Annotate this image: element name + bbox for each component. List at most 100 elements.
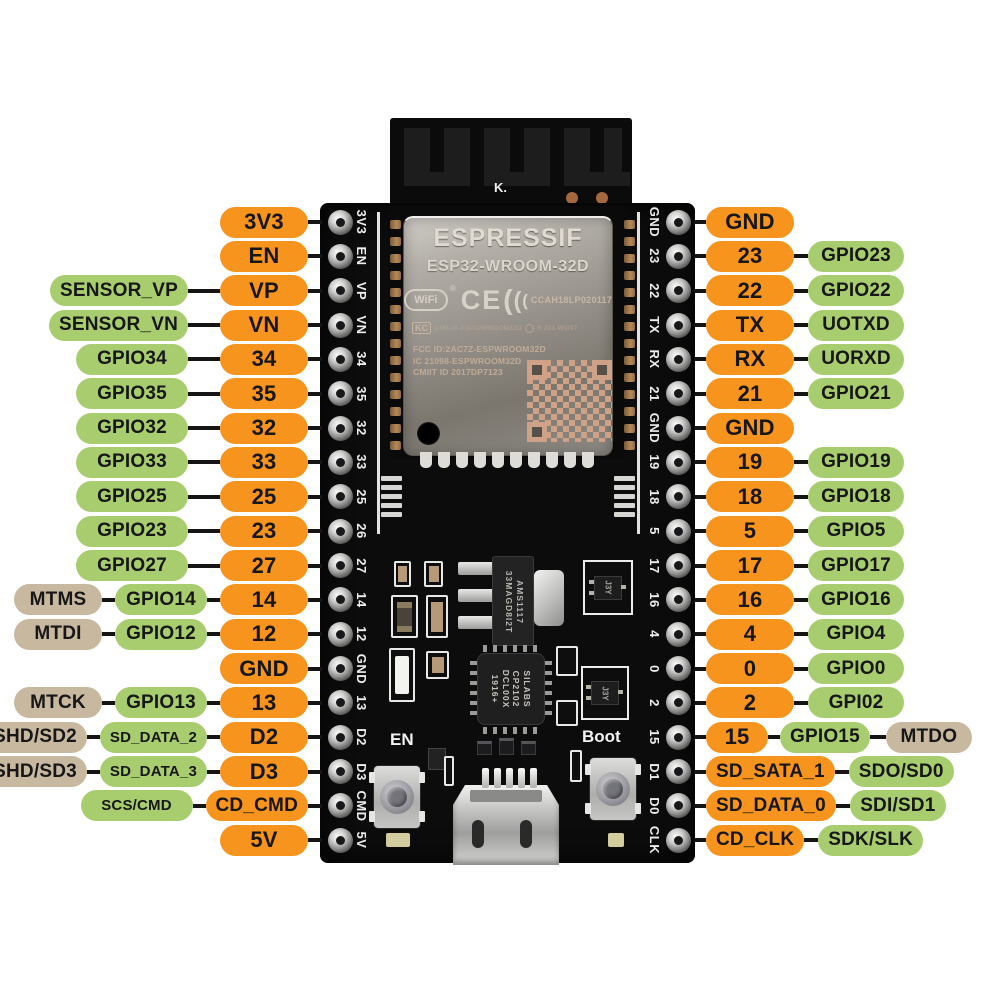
connector-line — [308, 254, 322, 259]
antenna-trace — [484, 172, 550, 186]
connector-line — [794, 494, 808, 499]
cert-circle-icon — [524, 323, 534, 333]
wifi-logo-icon: WiFi — [404, 289, 448, 311]
gpio-pill: GPIO32 — [76, 412, 188, 444]
antenna-trace — [404, 172, 470, 186]
micro-usb-connector — [453, 785, 559, 865]
gpio-pill: SD_DATA_3 — [99, 756, 207, 788]
transistor-sot23: J3Y — [586, 681, 623, 705]
gpio-pill: GPIO35 — [76, 378, 188, 410]
connector-line — [794, 288, 808, 293]
pin-pill: 16 — [706, 584, 794, 616]
pin-hole — [666, 381, 691, 407]
gpio-pill: GPIO12 — [115, 618, 207, 650]
capacitor — [499, 738, 514, 755]
connector-line — [308, 529, 322, 534]
gpio-pill: GPIO4 — [808, 618, 904, 650]
pin-pill: VP — [220, 275, 308, 307]
module-castellation — [390, 424, 401, 433]
module-castellation — [390, 356, 401, 365]
connector-line — [308, 460, 322, 465]
kc-code: R 201-WI007 — [536, 324, 578, 332]
boot-button — [585, 758, 641, 820]
pin-pill: 4 — [706, 618, 794, 650]
connector-line — [694, 426, 706, 431]
regulator-lead — [458, 562, 494, 575]
connector-line — [694, 254, 706, 259]
pin-hole — [328, 278, 353, 304]
silkscreen-box — [556, 646, 578, 676]
qr-finder — [592, 360, 612, 380]
silkscreen-box — [556, 700, 578, 726]
antenna-marking: K. — [494, 180, 507, 195]
castellation-pad — [420, 452, 432, 468]
connector-line — [308, 323, 322, 328]
pin-pill: 17 — [706, 550, 794, 581]
connector-line — [308, 838, 322, 843]
connector-line — [188, 323, 220, 328]
gpio-pill: GPIO23 — [808, 240, 904, 272]
module-castellation — [624, 305, 635, 314]
pin-row-left: 3V3 — [220, 206, 322, 238]
gpio-pill: GPIO15 — [780, 721, 870, 753]
pin-pill: VN — [220, 309, 308, 341]
connector-line — [768, 735, 780, 740]
connector-line — [869, 735, 886, 740]
module-castellation — [390, 220, 401, 229]
pin-pill: 35 — [220, 378, 308, 410]
usb-uart-bridge-cp2102: SILABS CP2102 DCL00X 1916+ — [477, 653, 545, 725]
kc-text: C4M-o5-ESP32WROOM32D — [434, 324, 522, 332]
connector-line — [835, 803, 850, 808]
esp32-devkit-board: ESPRESSIF ESP32-WROOM-32D WiFi ® CE ( ( … — [320, 203, 695, 863]
module-castellation — [624, 271, 635, 280]
ground-pad-stripe — [614, 494, 635, 499]
pin-hole — [666, 346, 691, 372]
passive-component — [394, 561, 411, 587]
connector-line — [207, 769, 220, 774]
chip-pins — [483, 727, 539, 734]
connector-line — [694, 323, 706, 328]
gpio-pill: GPIO34 — [76, 343, 188, 375]
module-test-hole — [417, 422, 440, 445]
connector-line — [308, 597, 322, 602]
pin-hole — [328, 346, 353, 372]
connector-line — [308, 803, 322, 808]
pin-hole — [328, 827, 353, 853]
module-castellation — [624, 441, 635, 450]
gpio-pill: SDO/SD0 — [848, 756, 954, 788]
esp32-module-shield: ESPRESSIF ESP32-WROOM-32D WiFi ® CE ( ( … — [403, 216, 613, 456]
connector-line — [794, 666, 808, 671]
connector-line — [794, 323, 808, 328]
ground-pad-stripe — [381, 485, 402, 490]
transistor-marking: J3Y — [600, 685, 610, 701]
pin-pill: TX — [706, 309, 794, 341]
alt-function-pill: MTCK — [14, 687, 102, 719]
module-castellation — [624, 254, 635, 263]
pin-pill: 0 — [706, 653, 794, 685]
connector-line — [694, 494, 706, 499]
pin-hole — [328, 243, 353, 269]
pin-pill: GND — [220, 653, 308, 685]
pin-pill: 12 — [220, 618, 308, 650]
gpio-pill: SENSOR_VN — [48, 309, 188, 341]
ground-pad-stripe — [614, 512, 635, 517]
pin-hole — [666, 278, 691, 304]
connector-line — [694, 391, 706, 396]
pin-pill: 27 — [220, 550, 308, 581]
pin-pill: RX — [706, 343, 794, 375]
regulator-marking: AMS1117 — [515, 580, 525, 624]
pin-hole — [328, 621, 353, 647]
gpio-pill: GPIO21 — [808, 378, 904, 410]
connector-line — [188, 460, 220, 465]
connector-line — [794, 460, 808, 465]
ground-pad-stripe — [381, 494, 402, 499]
pin-hole — [328, 724, 353, 750]
gpio-pill: SENSOR_VP — [50, 275, 188, 307]
